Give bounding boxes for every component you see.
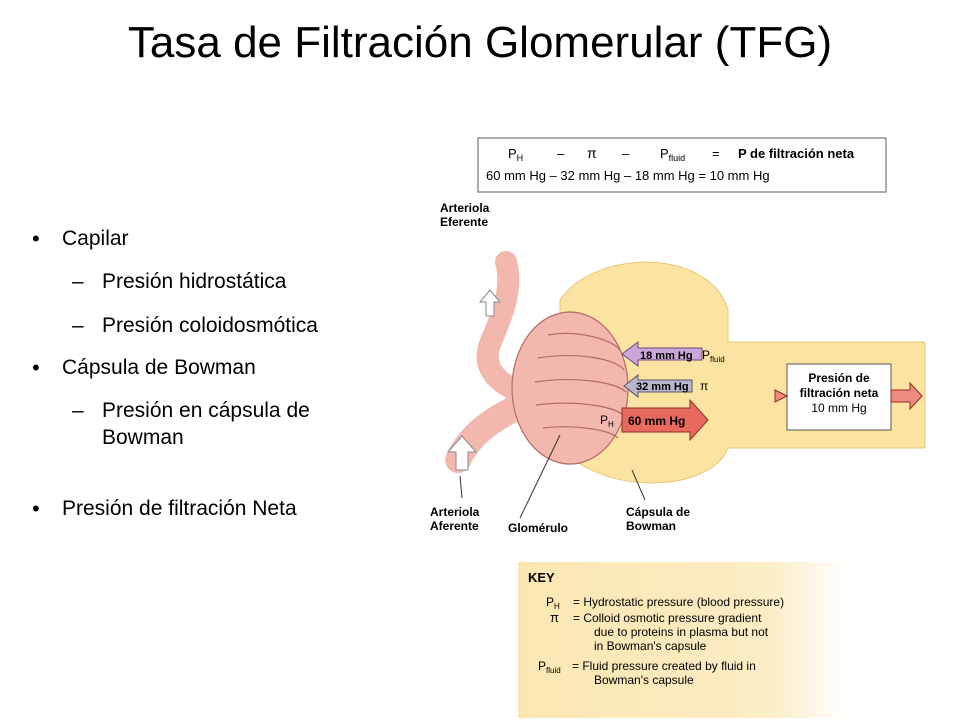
efferent-arteriole [476,251,531,403]
glomerulus-capillaries [511,311,629,465]
capsule-label-1: Cápsula de [626,505,690,519]
leader-lines [459,434,646,519]
sub-bullet-coloidosmotica-text: Presión coloidosmótica [102,313,318,337]
glomerulus-label: Glomérulo [508,521,568,535]
svg-text:π: π [550,610,559,625]
capsule-label-2: Bowman [626,519,676,533]
svg-text:–: – [622,146,630,161]
key-heading: KEY [528,570,555,585]
svg-text:PH: PH [600,413,614,429]
net-filtration-box: Presión de filtración neta 10 mm Hg [774,363,923,431]
svg-text:PH: PH [546,595,560,611]
bullet-capilar: Capilar [32,225,382,253]
svg-text:filtración neta: filtración neta [800,386,879,400]
svg-text:in Bowman's capsule: in Bowman's capsule [594,639,707,653]
svg-text:60 mm Hg – 32 mm Hg – 18 mm Hg: 60 mm Hg – 32 mm Hg – 18 mm Hg = 10 mm H… [486,168,770,183]
afferent-arteriole [445,392,535,473]
dash: – [72,270,84,294]
bullet-list: Capilar –Presión hidrostática –Presión c… [32,225,382,538]
key-box: KEY PH = Hydrostatic pressure (blood pre… [518,562,848,718]
net-arrow [890,381,923,411]
svg-text:18 mm Hg: 18 mm Hg [640,350,693,362]
sub-bullet-presion-capsula-text: Presión en cápsula de Bowman [102,399,310,450]
svg-text:= Fluid pressure created by fl: = Fluid pressure created by fluid in [572,659,756,673]
svg-text:= Hydrostatic pressure (bloo: = Hydrostatic pressure (blood pressure) [573,595,784,609]
sub-bullet-coloidosmotica: –Presión coloidosmótica [32,312,382,339]
slide-title: Tasa de Filtración Glomerular (TFG) [127,18,833,67]
bullet-presion-neta: Presión de filtración Neta [32,495,382,523]
svg-text:Presión de: Presión de [808,371,870,385]
sub-bullet-hidrostatica-text: Presión hidrostática [102,270,287,294]
svg-text:60 mm Hg: 60 mm Hg [628,414,685,428]
bullet-capsula: Cápsula de Bowman [32,354,382,382]
svg-text:–: – [557,146,565,161]
svg-text:PH: PH [508,146,523,163]
svg-text:=: = [712,146,720,161]
efferent-label-1: Arteriola [440,201,490,215]
arrow-pi: 32 mm Hg π [623,373,708,399]
sub-bullet-presion-capsula: –Presión en cápsula de Bowman [32,397,382,452]
dash: – [72,399,84,423]
svg-text:32 mm Hg: 32 mm Hg [636,381,689,393]
filtration-diagram: PH – π – Pfluid = P de filtración neta 6… [410,130,960,725]
svg-text:due to proteins in plasma but: due to proteins in plasma but not [594,625,769,639]
svg-text:Pfluid: Pfluid [702,348,725,364]
svg-text:Bowman's capsule: Bowman's capsule [594,673,694,687]
svg-text:π: π [700,379,708,393]
arrow-ph: PH 60 mm Hg [600,398,709,442]
svg-text:Pfluid: Pfluid [660,146,685,163]
svg-text:P de filtración neta: P de filtración neta [738,146,855,161]
sub-bullet-hidrostatica: –Presión hidrostática [32,268,382,295]
arrow-pfluid: 18 mm Hg Pfluid [621,341,725,367]
svg-text:10 mm Hg: 10 mm Hg [811,401,866,415]
efferent-label-2: Eferente [440,215,488,229]
svg-text:Pfluid: Pfluid [538,659,561,675]
dash: – [72,313,84,337]
svg-text:π: π [587,145,597,161]
afferent-label-1: Arteriola [430,505,480,519]
svg-text:= Colloid osmotic pressure g: = Colloid osmotic pressure gradient [573,611,762,625]
afferent-label-2: Aferente [430,519,479,533]
equation-box: PH – π – Pfluid = P de filtración neta 6… [477,137,887,193]
